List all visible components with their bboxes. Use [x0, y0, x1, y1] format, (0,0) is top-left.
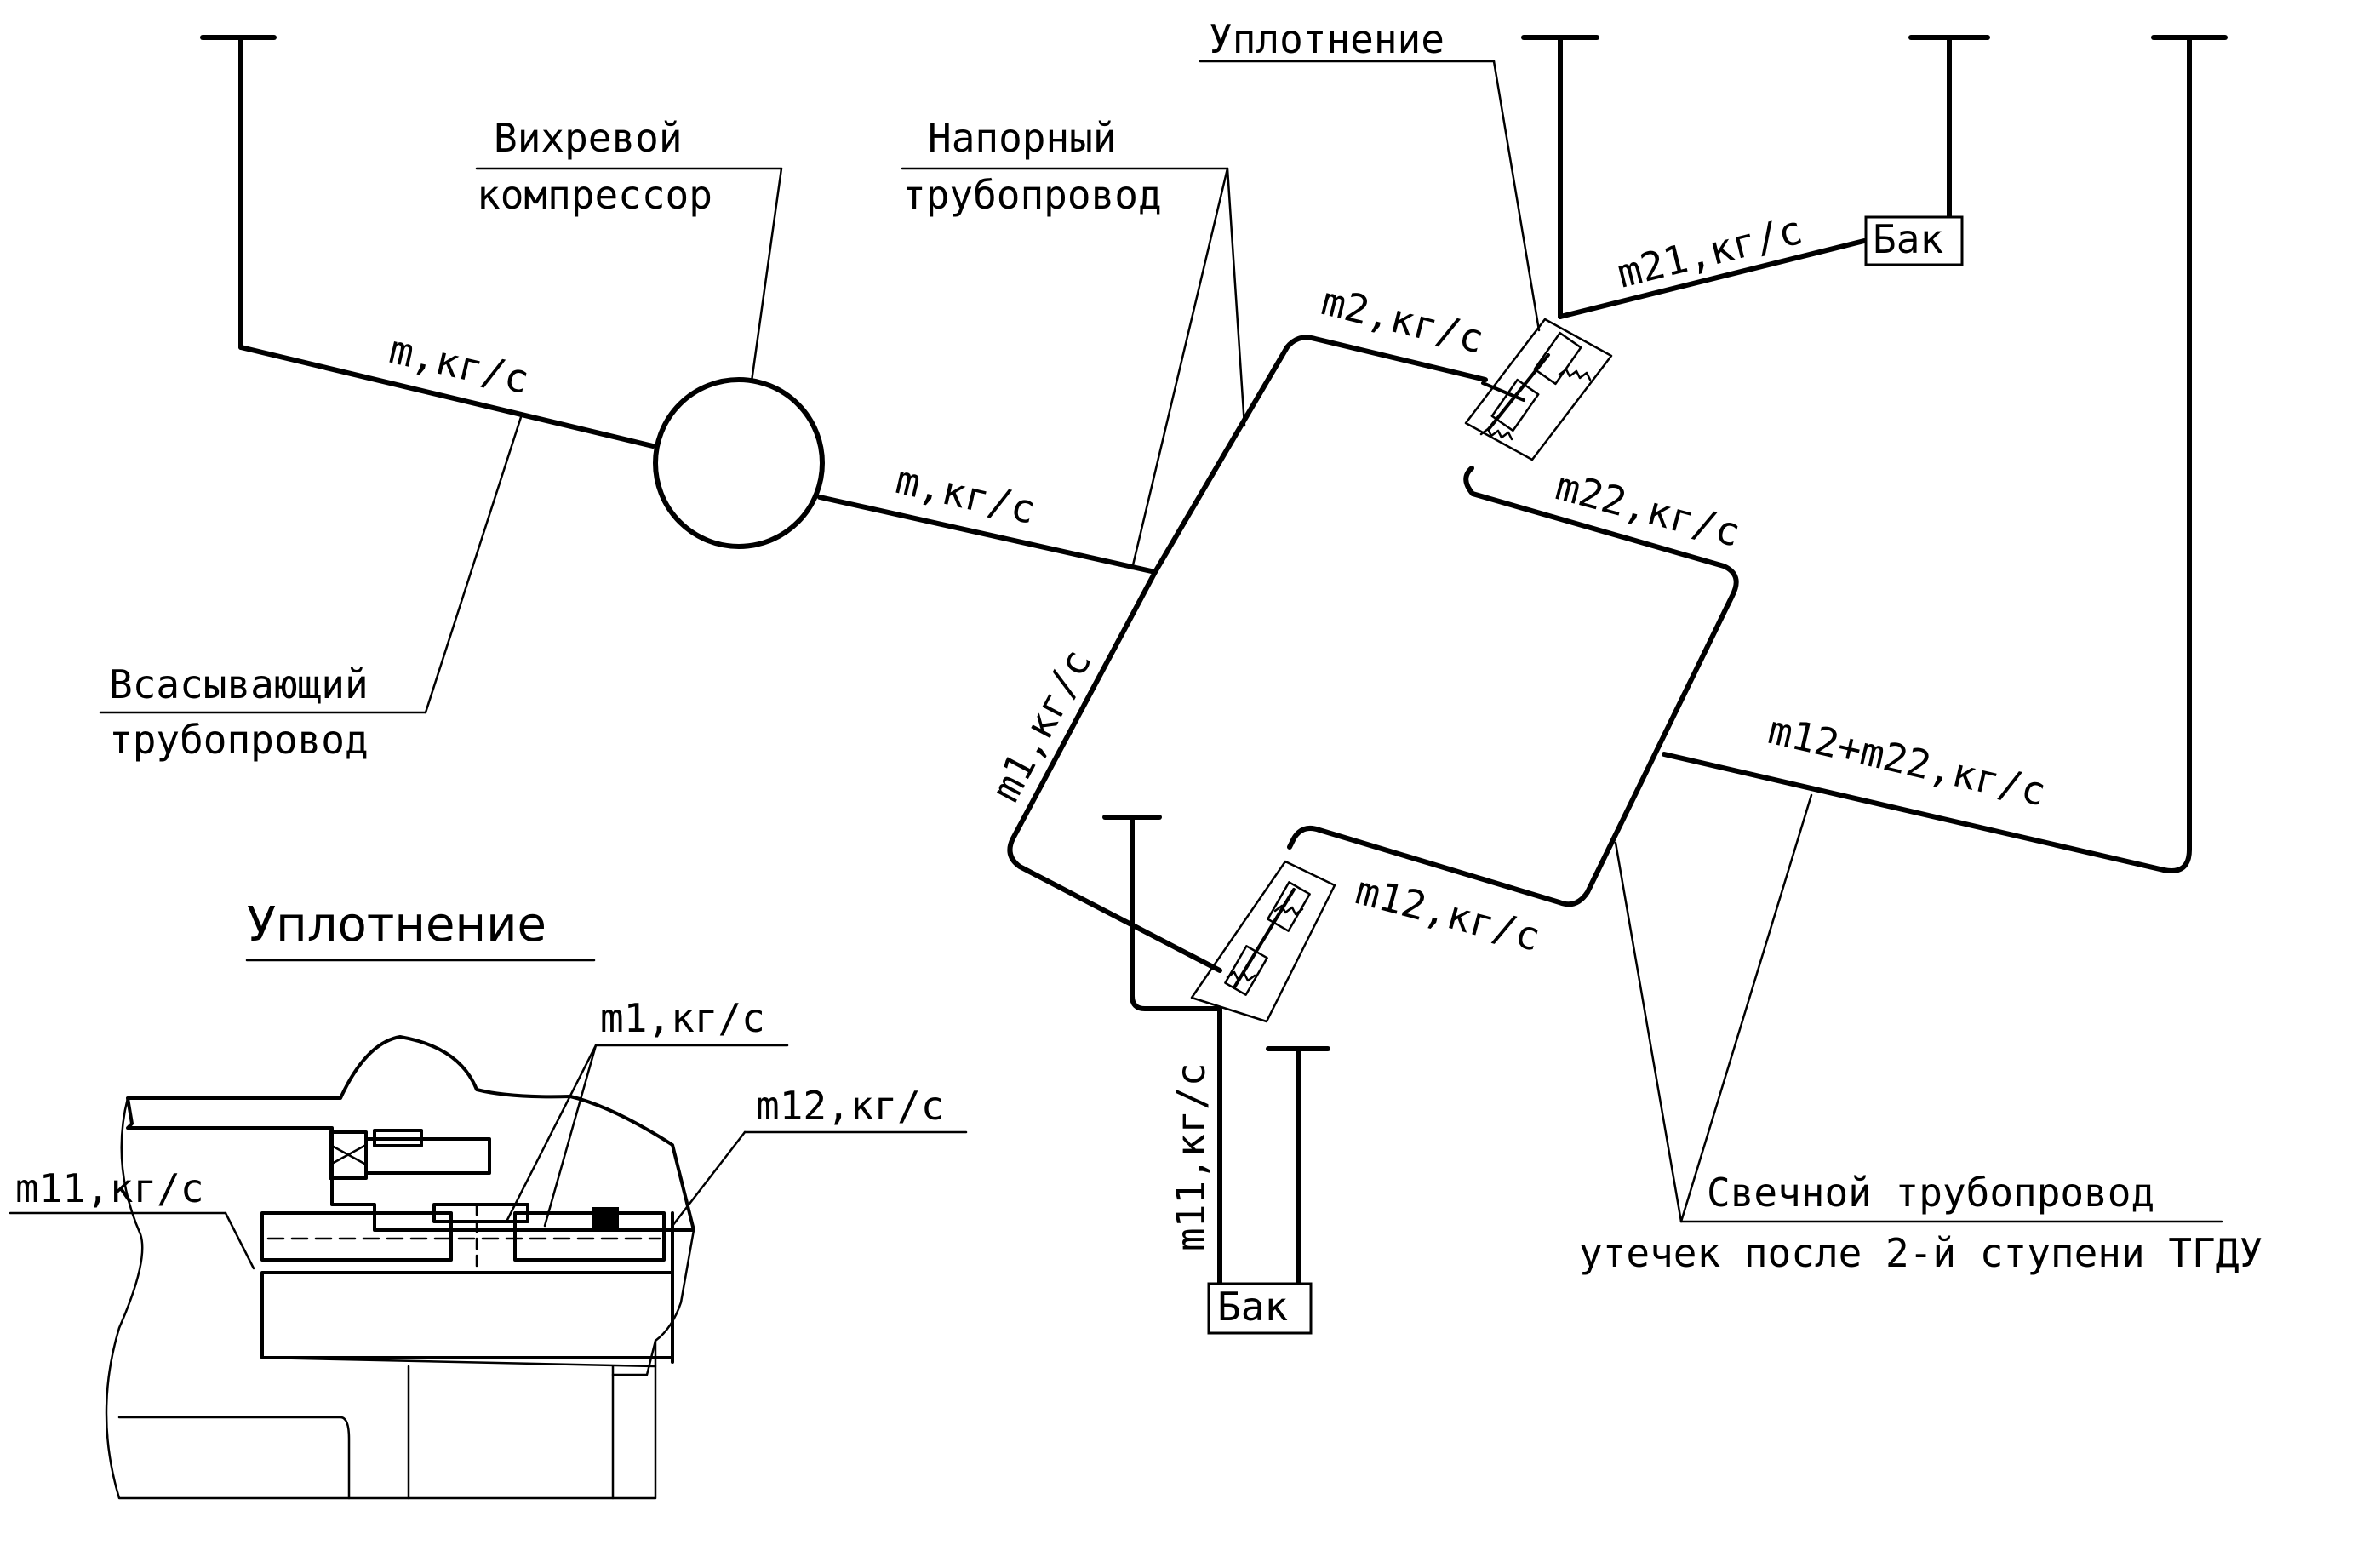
tank-top-box [1864, 215, 1964, 266]
leader-candle-pipe [1614, 793, 2223, 1223]
label-suction-2: трубопровод [109, 717, 369, 763]
main-schematic: Бак Бак m,кг/с m,кг/с m2,кг/с [99, 16, 2263, 1335]
suction-inlet [200, 35, 655, 449]
flow-m-pressure: m,кг/с [892, 456, 1040, 533]
label-suction-1: Всасывающий [109, 661, 369, 707]
flow-m-suction: m,кг/с [386, 326, 534, 403]
label-vortex-2: компрессор [477, 172, 712, 218]
label-pressure-2: трубопровод [902, 172, 1162, 218]
detail-leader-m11 [9, 1211, 255, 1270]
label-candle-1: Свечной трубопровод [1707, 1170, 2154, 1216]
label-pressure-1: Напорный [928, 115, 1117, 161]
leader-seal-top [1199, 60, 1541, 332]
shaft [260, 1271, 674, 1359]
label-candle-2: утечек после 2-й ступени ТГДУ [1579, 1230, 2263, 1276]
label-vortex-1: Вихревой [494, 115, 683, 161]
housing-upper [126, 1035, 695, 1232]
tank-bottom-label: Бак [1217, 1284, 1288, 1330]
top-seal [1464, 318, 1613, 461]
m21-line [1521, 35, 1990, 319]
candle-pipe [1662, 35, 2228, 873]
bottom-seal [1190, 860, 1336, 1023]
detail-leader-m12 [671, 1130, 968, 1228]
seal-ring [260, 1211, 453, 1262]
leakage-collector-loop [1007, 335, 1739, 973]
m11-line [1102, 815, 1330, 1288]
leader-suction-pipe [99, 415, 523, 714]
detail-flow-m12: m12,кг/с [756, 1083, 945, 1129]
detail-flow-m11: m11,кг/с [15, 1165, 204, 1211]
flow-m12: m12,кг/с [1351, 867, 1545, 960]
leader-compressor [475, 167, 783, 383]
bolt [329, 1129, 491, 1180]
vortex-compressor [653, 377, 825, 549]
discharge-pipe [817, 495, 1158, 575]
leader-pressure-pipe [901, 167, 1246, 570]
flow-m21: m21,кг/с [1613, 207, 1807, 297]
detail-leader-m1 [505, 1044, 789, 1228]
detail-flow-m1: m1,кг/с [600, 995, 765, 1041]
o-ring [592, 1207, 619, 1231]
tank-top-label: Бак [1873, 216, 1943, 262]
detail-title: Уплотнение [247, 897, 546, 953]
flow-m2: m2,кг/с [1317, 278, 1488, 362]
label-seal-top: Уплотнение [1209, 16, 1445, 62]
tank-bottom-box [1207, 1282, 1313, 1335]
flow-m12-m22: m12+m22,кг/с [1765, 707, 2051, 815]
flow-m11: m11,кг/с [1168, 1062, 1214, 1251]
seal-detail: Уплотнение [9, 897, 968, 1500]
